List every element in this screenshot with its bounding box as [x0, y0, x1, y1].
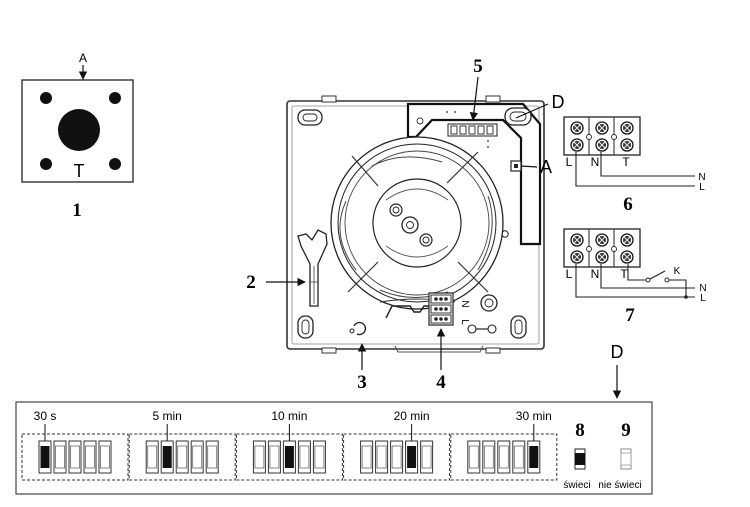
dip-switch-off — [361, 445, 372, 469]
dip-switch-off — [177, 445, 188, 469]
fig7-terminal-n: N — [591, 267, 600, 281]
dip-group: 20 min — [343, 409, 451, 481]
figure1-number: 1 — [72, 200, 82, 221]
figure-6-wiring: L N T N L 6 — [563, 116, 706, 215]
dip-switch-off — [55, 445, 65, 469]
dip-switch-on — [407, 446, 417, 468]
fig6-wire-n — [600, 152, 695, 177]
dip-switch-off — [147, 445, 158, 469]
cable-gland — [480, 294, 498, 312]
mounting-key — [297, 229, 328, 307]
dip-switch-off — [70, 445, 80, 469]
dip-time-label: 20 min — [394, 409, 430, 423]
fig6-wire-n-label: N — [698, 172, 705, 183]
callout-4: 4 — [436, 372, 446, 393]
callout-a: A — [540, 157, 552, 177]
unit-terminal-block: N L — [428, 292, 470, 326]
dip-switch-off — [254, 445, 265, 469]
drain-outlet — [349, 321, 367, 336]
dip-switch-on — [162, 446, 172, 468]
dip-group: 5 min — [128, 409, 236, 481]
dip-settings-panel — [15, 401, 653, 495]
dip-switch-off — [421, 445, 432, 469]
switch-k — [649, 270, 666, 280]
dip-switch-groups: 30 s 5 min 10 min 20 min 30 min — [21, 409, 558, 481]
dip-group: 10 min — [235, 409, 343, 481]
dip-switch-off — [85, 445, 95, 469]
fig7-wire-l-label: L — [700, 293, 706, 304]
dip-group-frame — [343, 433, 451, 481]
dip-time-label: 10 min — [271, 409, 307, 423]
dip-switch-off — [207, 445, 218, 469]
fig7-terminal-t: T — [620, 267, 628, 281]
dip-d-label: D — [611, 342, 624, 362]
fig6-terminal-t: T — [622, 155, 630, 169]
corner-slot — [297, 315, 314, 339]
dip-time-label: 30 min — [516, 409, 552, 423]
pcb-dip-switch — [447, 123, 498, 137]
dip-group: 30 min — [450, 409, 558, 481]
impeller — [330, 136, 504, 310]
corner-slot — [297, 109, 323, 126]
dip-switch-off — [468, 445, 479, 469]
figure1-center-label: T — [74, 161, 85, 181]
callout-d: D — [552, 92, 565, 112]
fig7-switch-label: K — [674, 266, 681, 277]
dip-switch-off — [192, 445, 203, 469]
fig7-wire-l — [575, 264, 695, 298]
callout-3: 3 — [357, 372, 367, 393]
dip-legend: 8 świeci 9 nie świeci — [563, 420, 641, 491]
dip-switch-off — [498, 445, 509, 469]
legend-8-number: 8 — [575, 420, 585, 441]
fan-unit: N L 5 D A 2 3 4 — [246, 56, 564, 393]
dip-switch-off — [314, 445, 325, 469]
dip-switch-off — [100, 445, 110, 469]
dip-switch-on — [40, 446, 50, 468]
mount-hole — [109, 92, 121, 104]
legend-8-caption: świeci — [563, 480, 590, 491]
block-letter-n: N — [459, 300, 470, 307]
figure-7-wiring: L N T K N L 7 — [563, 228, 707, 326]
legend-9-number: 9 — [621, 420, 631, 441]
dip-group: 30 s — [21, 409, 129, 481]
fig6-wire-l — [575, 152, 695, 187]
fig7-wire-n — [600, 264, 695, 289]
callout-5: 5 — [473, 56, 483, 77]
callout-2: 2 — [246, 272, 256, 293]
dip-group-frame — [128, 433, 236, 481]
mount-hole — [40, 92, 52, 104]
fig7-terminal-l: L — [566, 267, 573, 281]
fig6-wire-l-label: L — [699, 182, 705, 193]
figure-1-button-module: A T 1 — [21, 51, 134, 221]
dip-time-label: 30 s — [34, 409, 57, 423]
figure1-arrow-label: A — [79, 51, 87, 65]
dip-switch-off — [376, 445, 387, 469]
figure6-number: 6 — [623, 194, 633, 215]
dip-switch-off — [269, 445, 280, 469]
figure7-number: 7 — [625, 305, 635, 326]
block-letter-l: L — [459, 319, 470, 325]
corner-slot — [510, 315, 527, 339]
fig6-terminal-l: L — [566, 155, 573, 169]
push-button — [58, 109, 100, 151]
dip-switch-off — [299, 445, 310, 469]
mount-hole — [109, 158, 121, 170]
dip-time-label: 5 min — [153, 409, 182, 423]
dip-switch-on — [284, 446, 294, 468]
dip-switch-on — [529, 446, 539, 468]
dip-group-frame — [21, 433, 129, 481]
dip-switch-off — [391, 445, 402, 469]
fig7-wire-n-label: N — [699, 283, 706, 294]
fig6-terminal-n: N — [591, 155, 600, 169]
dip-switch-off — [483, 445, 494, 469]
mount-hole — [40, 158, 52, 170]
legend-9-caption: nie świeci — [598, 480, 641, 491]
dip-group-frame — [450, 433, 558, 481]
dip-switch-off — [513, 445, 524, 469]
